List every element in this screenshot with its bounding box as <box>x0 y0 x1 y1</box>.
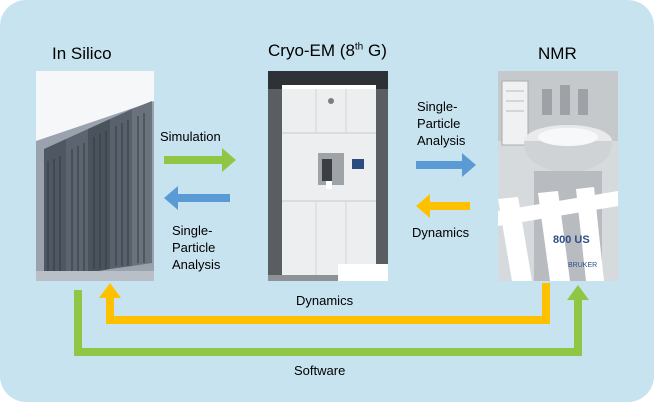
label-spa-left-line2: Particle <box>172 240 216 255</box>
nmr-brand-text: BRUKER <box>568 262 597 269</box>
dynamics-loop-arrowhead <box>99 283 121 298</box>
label-spa-right-line1: Single- <box>417 99 458 114</box>
heading-nmr: NMR <box>538 44 577 63</box>
label-software: Software <box>294 363 346 378</box>
label-dynamics-bottom: Dynamics <box>296 293 354 308</box>
simulation-arrow <box>164 148 236 172</box>
dynamics-loop-arrow <box>106 283 550 324</box>
label-simulation: Simulation <box>160 129 221 144</box>
spa-right-arrow <box>416 153 476 177</box>
label-spa-right-line2: Particle <box>417 116 461 131</box>
label-spa-left: Single- Particle Analysis <box>172 222 220 273</box>
label-spa-right: Single- Particle Analysis <box>417 98 465 149</box>
supercomputer-photo <box>36 71 154 281</box>
cryo-em-photo <box>268 71 388 281</box>
heading-in-silico: In Silico <box>52 44 112 63</box>
heading-cryo-em: Cryo-EM (8th G) <box>268 41 387 60</box>
spa-left-arrow <box>164 186 230 210</box>
label-dynamics-right: Dynamics <box>412 225 470 240</box>
software-loop-arrow <box>74 290 582 356</box>
heading-cryo-em-superscript: th <box>354 41 364 53</box>
dynamics-right-arrow <box>416 194 470 218</box>
software-loop-arrowhead <box>567 285 589 300</box>
label-spa-right-line3: Analysis <box>417 133 466 148</box>
nmr-photo: 800 US BRUKER <box>498 71 618 281</box>
label-spa-left-line3: Analysis <box>172 257 221 272</box>
nmr-magnet-text: 800 US <box>553 234 590 246</box>
label-spa-left-line1: Single- <box>172 223 213 238</box>
